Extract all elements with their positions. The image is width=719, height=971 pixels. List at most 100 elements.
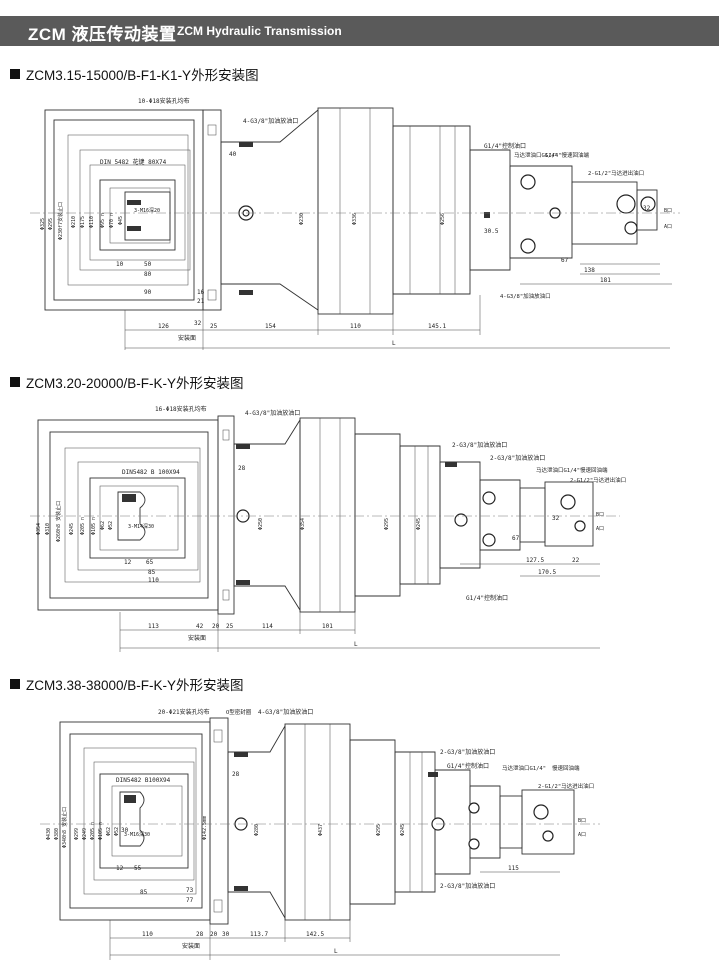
header-title-cn: ZCM 液压传动装置 <box>28 25 177 44</box>
s2-dia: Φ205 n <box>80 517 86 535</box>
s1-dim: 138 <box>584 267 595 274</box>
s2-port-b: B口 <box>596 512 604 518</box>
s3-dim: 110 <box>142 931 153 938</box>
s3-dim: 20 <box>210 931 218 938</box>
s2-label-spline: DIN5482 B 100X94 <box>122 469 180 476</box>
s1-port-a: A口 <box>664 224 672 230</box>
s2-flange-rings <box>37 419 219 611</box>
s1-port-b: B口 <box>664 208 672 214</box>
s3-dim: 113.7 <box>250 931 268 938</box>
s3-dia: Φ62 <box>106 827 112 836</box>
s2-dim: 67 <box>512 535 520 542</box>
s2-dimension-labels: 28 67 32 127.5 22 170.5 12 65 85 110 113… <box>124 465 580 630</box>
catalog-header-bar: ZCM 液压传动装置 ZCM Hydraulic Transmission <box>0 16 719 46</box>
s3-port-a: A口 <box>578 832 586 838</box>
s1-dim-lines <box>124 263 672 350</box>
s1-dim: 40 <box>229 151 237 158</box>
s1-label-ctrl: G1/4"控制油口 <box>484 142 526 150</box>
s3-dia: Φ142.5mm <box>202 816 208 840</box>
s2-dim: 12 <box>124 559 132 566</box>
s3-dim: 85 <box>140 889 148 896</box>
s3-dia: Φ295 <box>376 824 382 836</box>
s2-dim: 113 <box>148 623 159 630</box>
s3-dia: Φ52 <box>114 827 120 836</box>
s3-label-fill2: 2-G3/8"加油放油口 <box>440 748 495 756</box>
bullet-square-icon <box>10 679 20 689</box>
s1-dim: 32 <box>194 320 202 327</box>
s1-dim: 30.5 <box>484 228 499 235</box>
s3-ports <box>234 752 554 891</box>
s1-dim: 67 <box>561 257 569 264</box>
s2-label-fill: 4-G3/8"加油放油口 <box>245 409 300 417</box>
s2-dia: Φ310 <box>45 523 51 535</box>
s2-dim: 65 <box>146 559 154 566</box>
s1-dia: Φ230 <box>299 213 305 225</box>
s2-dim-lines <box>119 563 600 652</box>
s3-dia: Φ280 <box>254 824 260 836</box>
s1-dim: 50 <box>144 261 152 268</box>
s3-dim: 28 <box>232 771 240 778</box>
s2-dia: Φ105 n <box>91 517 97 535</box>
s2-dim: 25 <box>226 623 234 630</box>
s1-mount-face: 安装面 <box>178 334 196 342</box>
bullet-square-icon <box>10 377 20 387</box>
s3-dimension-labels: 28 30 12 55 85 73 77 115 110 28 20 30 11… <box>116 771 519 938</box>
s2-port-a: A口 <box>596 526 604 532</box>
s3-length-l: L <box>334 948 338 955</box>
s1-dim: 110 <box>350 323 361 330</box>
s2-dim: 101 <box>322 623 333 630</box>
s3-label-thread: 3-M16深30 <box>124 831 150 838</box>
section-1-title: ZCM3.15-15000/B-F1-K1-Y外形安装图 <box>10 64 259 84</box>
s2-dia: Φ295 <box>384 518 390 530</box>
s2-label-brake: 慢速回油端 <box>580 466 608 474</box>
s2-mount-face: 安装面 <box>188 634 206 642</box>
s3-dia: Φ249 <box>82 828 88 840</box>
s1-dim: 90 <box>144 289 152 296</box>
s1-dia: Φ336 <box>352 213 358 225</box>
s2-dim: 127.5 <box>526 557 544 564</box>
s3-label-fill: 4-G3/8"加油放油口 <box>258 708 313 716</box>
s2-label-ctrl: G1/4"控制油口 <box>466 594 508 602</box>
s3-dim: 30 <box>121 827 129 834</box>
s1-dia: Φ95 n <box>100 213 106 228</box>
s3-dia: Φ437 <box>318 824 324 836</box>
s1-dia: Φ325 <box>40 218 46 230</box>
s3-dim: 28 <box>196 931 204 938</box>
header-title-en: ZCM Hydraulic Transmission <box>177 24 342 38</box>
s1-dia: Φ110 <box>89 216 95 228</box>
s3-label-seal: O型密封圈 <box>226 708 252 716</box>
s2-dim: 85 <box>148 569 156 576</box>
s2-label-motor: 马达泄油口G1/4" <box>536 466 580 474</box>
s1-label-thread: 3-M16深20 <box>134 207 160 214</box>
s2-dia: Φ260h8 安装止口 <box>55 501 62 542</box>
s2-dia: Φ62 <box>100 521 106 530</box>
s1-label-fill: 4-G3/8"加油放油口 <box>243 117 298 125</box>
s2-dia: Φ52 <box>108 521 114 530</box>
s3-dia: Φ205 n <box>90 822 96 840</box>
s1-label-holes: 10-Φ18安装孔均布 <box>138 97 190 105</box>
s3-label-holes: 20-Φ21安装孔均布 <box>158 708 210 716</box>
s2-dia: Φ354 <box>36 523 42 535</box>
s1-diameter-labels: Φ325 Φ295 Φ230f7安装止口 Φ210 Φ175 Φ110 Φ95 … <box>40 202 446 240</box>
section-1-title-text: ZCM3.15-15000/B-F1-K1-Y外形安装图 <box>26 68 259 83</box>
bullet-square-icon <box>10 69 20 79</box>
s1-dia: Φ210 <box>71 216 77 228</box>
s3-dim: 12 <box>116 865 124 872</box>
s1-dia: Φ45 <box>118 216 124 225</box>
s1-label-brake: G1/4"慢速回油端 <box>545 151 590 159</box>
s3-label-spline: DIN5482 B100X94 <box>116 777 171 784</box>
section-2-title: ZCM3.20-20000/B-F-K-Y外形安装图 <box>10 372 244 392</box>
s1-dim: 126 <box>158 323 169 330</box>
section-2-title-text: ZCM3.20-20000/B-F-K-Y外形安装图 <box>26 376 244 391</box>
s1-dimension-labels: 40 30.5 67 32 138 181 10 50 80 90 21 16 … <box>116 151 651 330</box>
s2-label-fill2: 2-G3/8"加油放油口 <box>452 441 507 449</box>
s2-dim: 28 <box>238 465 246 472</box>
s3-dim: 30 <box>222 931 230 938</box>
s2-dim: 20 <box>212 623 220 630</box>
s2-dim: 32 <box>552 515 560 522</box>
section-2-drawing: 16-Φ18安装孔均布 4-G3/8"加油放油口 2-G3/8"加油放油口 2-… <box>30 405 626 652</box>
s3-dia: Φ430 <box>46 828 52 840</box>
s2-housing <box>217 415 594 615</box>
s3-flange-rings <box>59 721 211 921</box>
s1-housing <box>202 107 658 315</box>
